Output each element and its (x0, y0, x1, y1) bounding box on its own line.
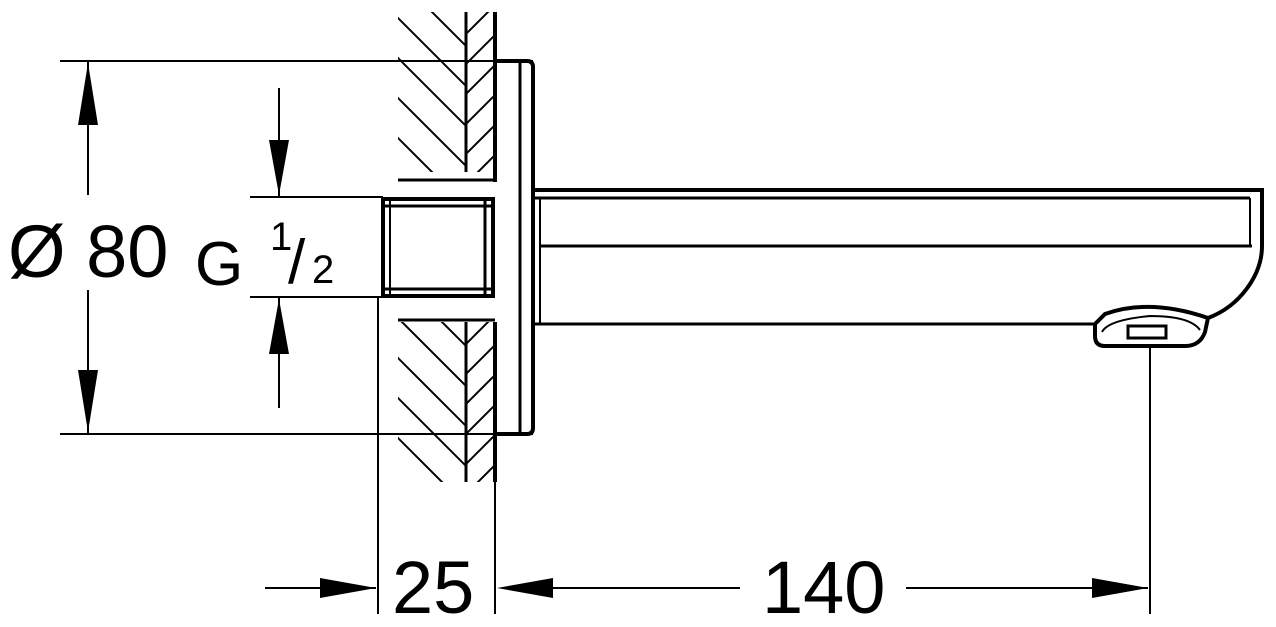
horizontal-dimensions: 25 140 (265, 296, 1151, 627)
thread-dimension: G 1 / 2 (195, 88, 383, 408)
thread-label-g: G (195, 230, 243, 299)
wall-hatch-lower (398, 322, 466, 482)
wall-depth-label: 25 (392, 546, 474, 627)
arrow-down-icon (78, 370, 98, 432)
spout-projection-label: 140 (762, 546, 885, 627)
diameter-label: Ø 80 (8, 210, 168, 293)
arrow-right-icon (320, 578, 376, 598)
thread-label-denominator: 2 (312, 248, 334, 292)
arrow-up-icon (269, 299, 289, 354)
thread-label-numerator: 1 (270, 215, 292, 259)
arrow-right-icon (1092, 578, 1148, 598)
rosette-plate (495, 59, 535, 436)
thread-label-slash: / (288, 228, 306, 297)
arrow-down-icon (269, 140, 289, 195)
threaded-connector (381, 197, 495, 298)
wall-hatch-upper (398, 12, 466, 172)
arrow-left-icon (497, 578, 553, 598)
plaster-hatch-upper (467, 12, 495, 172)
plaster-hatch-lower (467, 322, 495, 482)
spout-body (533, 188, 1264, 326)
arrow-up-icon (78, 63, 98, 125)
aerator-outlet (1093, 304, 1211, 348)
diameter-dimension: Ø 80 (8, 60, 533, 435)
wall-section (398, 12, 497, 482)
